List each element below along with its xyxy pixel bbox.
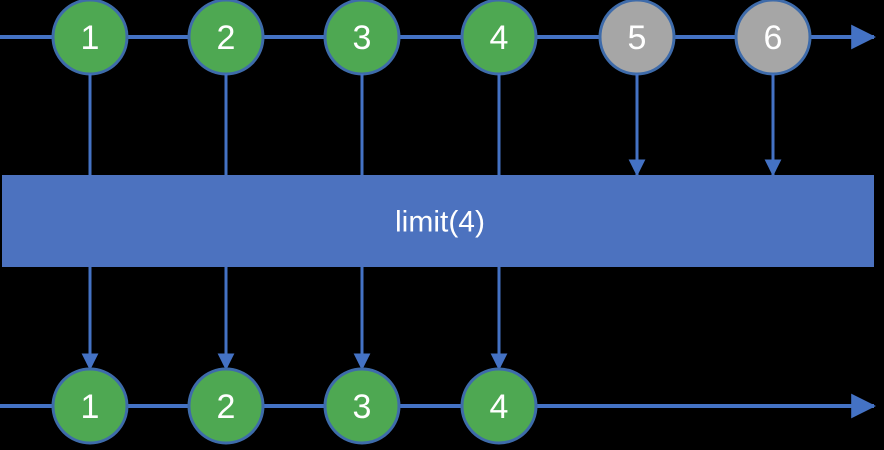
marble-circle-emitted[interactable] [187, 367, 265, 445]
source-observable-marble[interactable]: 2 [187, 0, 265, 76]
marble-circle-dropped[interactable] [734, 0, 812, 76]
result-observable-marble[interactable]: 2 [187, 367, 265, 445]
result-observable-marble[interactable]: 3 [323, 367, 401, 445]
marble-circle-emitted[interactable] [187, 0, 265, 76]
source-observable-marble[interactable]: 1 [51, 0, 129, 76]
marble-circle-emitted[interactable] [51, 0, 129, 76]
marble-circle-emitted[interactable] [460, 0, 538, 76]
vertical-connectors [81, 74, 782, 371]
result-observable-marble[interactable]: 1 [51, 367, 129, 445]
limit-operator-box[interactable]: limit(4) [2, 175, 874, 267]
source-observable-marble[interactable]: 4 [460, 0, 538, 76]
marble-circle-dropped[interactable] [598, 0, 676, 76]
marble-circle-emitted[interactable] [323, 0, 401, 76]
source-observable-marble[interactable]: 6 [734, 0, 812, 76]
operator-rect[interactable] [2, 175, 874, 267]
marble-circle-emitted[interactable] [460, 367, 538, 445]
source-observable-marble[interactable]: 5 [598, 0, 676, 76]
marble-circle-emitted[interactable] [51, 367, 129, 445]
result-observable-marble[interactable]: 4 [460, 367, 538, 445]
marble-circle-emitted[interactable] [323, 367, 401, 445]
source-observable-marble[interactable]: 3 [323, 0, 401, 76]
